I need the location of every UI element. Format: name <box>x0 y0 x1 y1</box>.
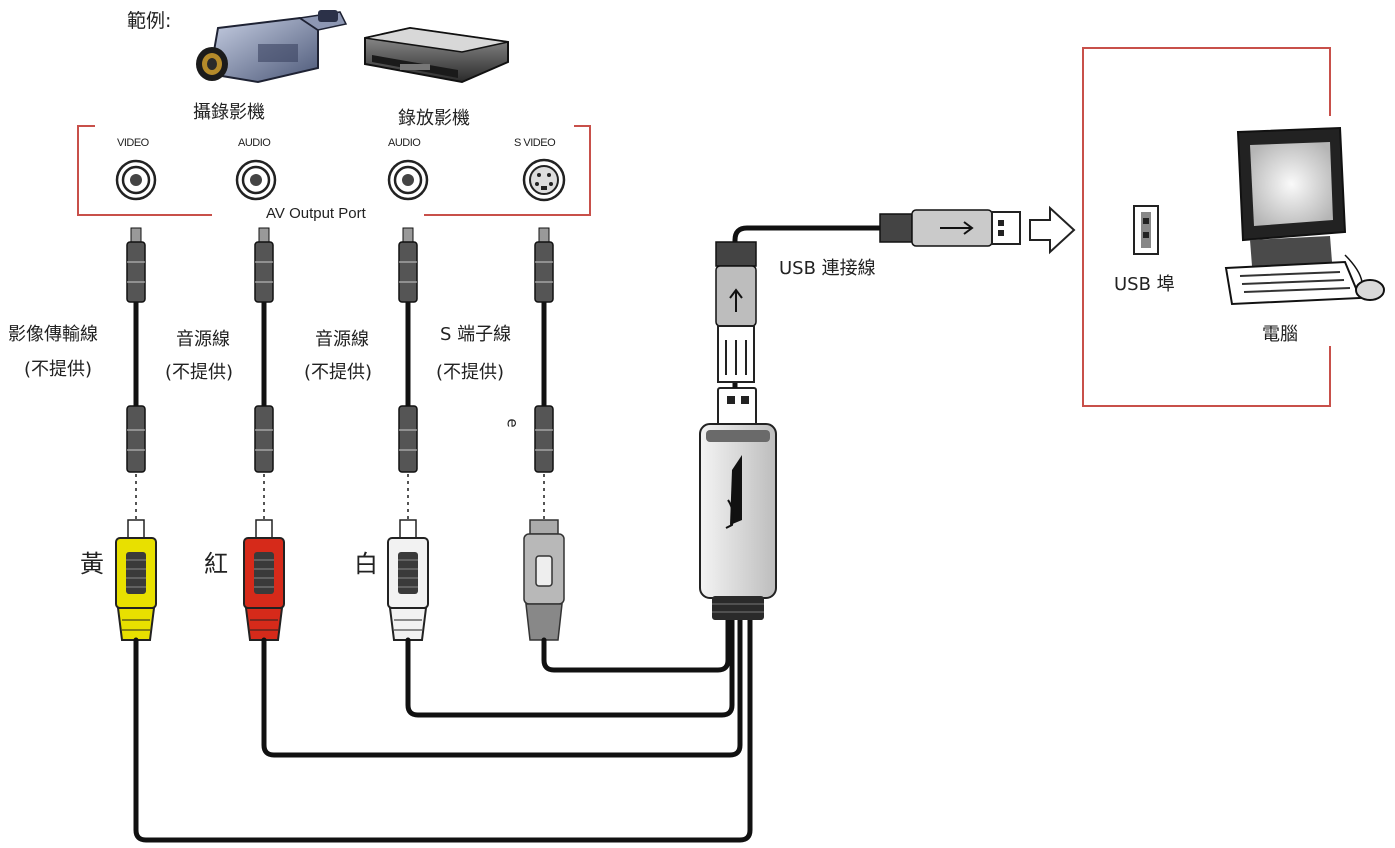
av-port-bracket <box>77 125 591 216</box>
video-jack-icon <box>115 159 157 201</box>
cable-set <box>115 227 565 641</box>
camcorder-icon <box>196 10 348 84</box>
usb-cable-label: USB 連接線 <box>779 258 876 279</box>
arrow-right-icon <box>1029 205 1076 255</box>
svideo-upper-connector <box>534 241 554 303</box>
usb-port-icon <box>1133 205 1159 255</box>
audio-right-lower-connector <box>398 405 418 473</box>
video-lower-connector <box>126 405 146 473</box>
audio-cable-left-name: 音源線 <box>176 329 230 350</box>
svideo-cable-note: (不提供) <box>436 362 505 383</box>
video-cable-note: (不提供) <box>24 359 93 380</box>
svideo-cable-name: S 端子線 <box>440 324 512 345</box>
camcorder-label: 攝錄影機 <box>193 102 265 123</box>
white-plug-label: 白 <box>354 550 378 578</box>
port-label-svideo: S VIDEO <box>514 137 556 149</box>
example-label: 範例: <box>127 10 172 32</box>
svideo-upper-tip <box>538 227 550 243</box>
computer-icon <box>1224 126 1385 306</box>
computer-label: 電腦 <box>1262 324 1298 345</box>
svideo-jack-icon <box>522 158 566 202</box>
audio-cable-right-note: (不提供) <box>304 362 373 383</box>
audio-left-upper-connector <box>254 241 274 303</box>
yellow-plug-label: 黃 <box>80 550 104 578</box>
port-label-video: VIDEO <box>117 137 149 149</box>
audio-right-upper-tip <box>402 227 414 243</box>
usb-port-label: USB 埠 <box>1114 274 1175 295</box>
computer-frame <box>1082 47 1331 407</box>
port-label-audio-2: AUDIO <box>388 137 421 149</box>
vcr-label: 錄放影機 <box>398 108 470 129</box>
audio-left-upper-tip <box>258 227 270 243</box>
vcr-icon <box>364 26 509 84</box>
svideo-lower-connector <box>534 405 554 473</box>
cable-bundle <box>133 617 753 843</box>
audio-left-lower-connector <box>254 405 274 473</box>
video-upper-tip <box>130 227 142 243</box>
video-cable-name: 影像傳輸線 <box>8 324 98 345</box>
audio-cable-right-name: 音源線 <box>315 329 369 350</box>
audio-jack-2-icon <box>387 159 429 201</box>
audio-jack-1-icon <box>235 159 277 201</box>
av-output-port-label: AV Output Port <box>266 205 366 222</box>
video-upper-connector <box>126 241 146 303</box>
usb-cable <box>715 205 1076 388</box>
audio-cable-left-note: (不提供) <box>165 362 234 383</box>
capture-stick-icon <box>699 387 777 620</box>
mouse-icon <box>1355 279 1385 301</box>
port-label-audio-1: AUDIO <box>238 137 271 149</box>
red-plug-label: 紅 <box>204 550 228 578</box>
audio-right-upper-connector <box>398 241 418 303</box>
